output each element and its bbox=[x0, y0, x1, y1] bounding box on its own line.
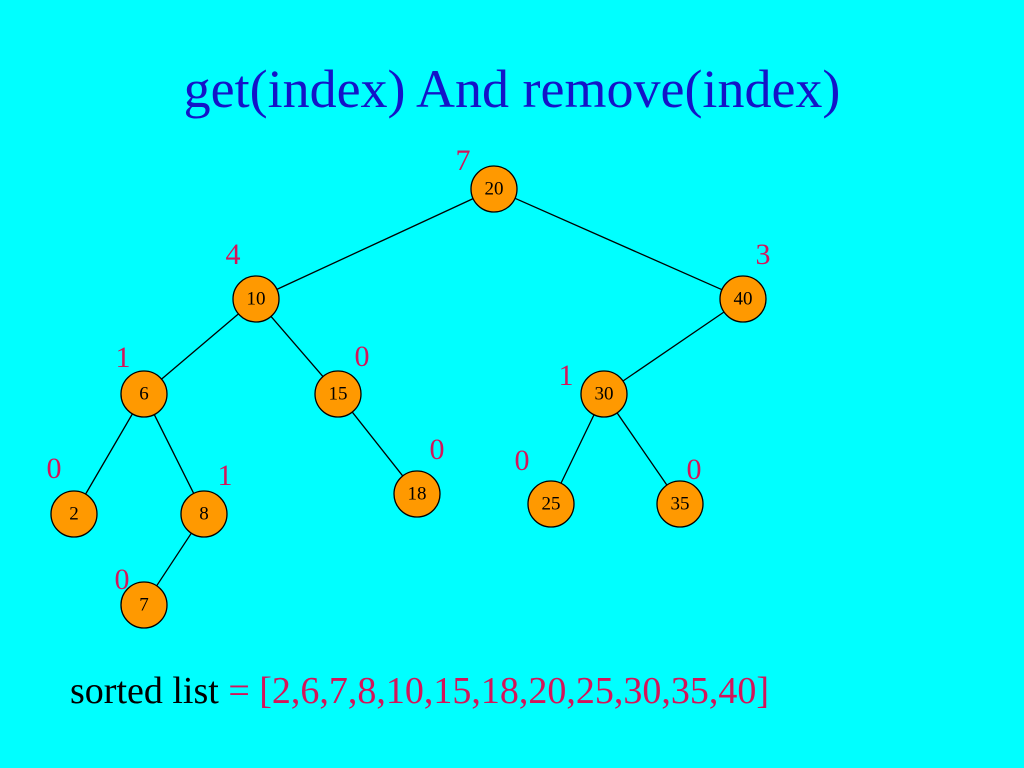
tree-node-key: 8 bbox=[199, 503, 209, 524]
tree-node-20: 20 bbox=[470, 165, 518, 213]
tree-edge-20-40 bbox=[514, 197, 723, 291]
tree-node-15: 15 bbox=[314, 370, 362, 418]
tree-node-circle bbox=[527, 480, 575, 528]
tree-node-key: 40 bbox=[734, 288, 753, 309]
sorted-list-equals: = bbox=[228, 670, 260, 712]
tree-node-key: 18 bbox=[408, 483, 427, 504]
tree-edge-15-18 bbox=[351, 411, 404, 477]
sorted-list-values: = [2,6,7,8,10,15,18,20,25,30,35,40] bbox=[228, 670, 769, 712]
left-size-label-35: 0 bbox=[687, 453, 702, 486]
tree-edges bbox=[85, 197, 725, 587]
tree-edge-6-8 bbox=[153, 414, 195, 494]
tree-node-circle bbox=[470, 165, 518, 213]
tree-edge-30-35 bbox=[616, 412, 668, 486]
tree-node-key: 30 bbox=[595, 383, 614, 404]
left-size-label-25: 0 bbox=[515, 444, 530, 477]
tree-edge-40-30 bbox=[622, 311, 725, 382]
tree-node-circle bbox=[719, 275, 767, 323]
tree-node-circle bbox=[120, 581, 168, 629]
tree-node-key: 15 bbox=[329, 383, 348, 404]
sorted-list-label: sorted list bbox=[70, 670, 219, 712]
tree-node-circle bbox=[656, 480, 704, 528]
left-size-label-40: 3 bbox=[756, 238, 771, 271]
left-size-label-10: 4 bbox=[226, 238, 241, 271]
tree-node-key: 7 bbox=[139, 594, 149, 615]
tree-node-circle bbox=[232, 275, 280, 323]
tree-node-25: 25 bbox=[527, 480, 575, 528]
left-size-label-2: 0 bbox=[47, 452, 62, 485]
tree-edge-10-6 bbox=[161, 313, 239, 380]
tree-edge-8-7 bbox=[156, 532, 192, 587]
slide-title: get(index) And remove(index) bbox=[183, 59, 841, 119]
tree-node-key: 25 bbox=[542, 493, 561, 514]
tree-node-30: 30 bbox=[580, 370, 628, 418]
tree-node-35: 35 bbox=[656, 480, 704, 528]
tree-node-10: 10 bbox=[232, 275, 280, 323]
left-size-label-6: 1 bbox=[116, 341, 131, 374]
tree-node-18: 18 bbox=[393, 470, 441, 518]
left-size-label-8: 1 bbox=[218, 459, 233, 492]
tree-node-circle bbox=[50, 490, 98, 538]
tree-node-circle bbox=[180, 490, 228, 538]
tree-node-circle bbox=[393, 470, 441, 518]
left-size-label-20: 7 bbox=[456, 144, 471, 177]
tree-node-circle bbox=[120, 370, 168, 418]
tree-edge-20-10 bbox=[276, 198, 474, 290]
tree-node-circle bbox=[580, 370, 628, 418]
tree-edge-30-25 bbox=[560, 414, 595, 484]
tree-node-6: 6 bbox=[120, 370, 168, 418]
tree-node-key: 20 bbox=[485, 178, 504, 199]
tree-node-7: 7 bbox=[120, 581, 168, 629]
left-size-label-15: 0 bbox=[355, 340, 370, 373]
left-size-label-7: 0 bbox=[115, 563, 130, 596]
tree-node-8: 8 bbox=[180, 490, 228, 538]
tree-node-key: 35 bbox=[671, 493, 690, 514]
tree-node-key: 6 bbox=[139, 383, 149, 404]
sorted-list-line: sorted list = [2,6,7,8,10,15,18,20,25,30… bbox=[70, 672, 769, 710]
tree-edge-10-15 bbox=[270, 315, 324, 378]
tree-node-key: 10 bbox=[247, 288, 266, 309]
left-size-label-18: 0 bbox=[430, 433, 445, 466]
tree-node-40: 40 bbox=[719, 275, 767, 323]
sorted-list-array: [2,6,7,8,10,15,18,20,25,30,35,40] bbox=[259, 670, 770, 712]
tree-edge-6-2 bbox=[85, 413, 133, 495]
tree-node-key: 2 bbox=[69, 503, 79, 524]
left-size-label-30: 1 bbox=[559, 359, 574, 392]
tree-node-circle bbox=[314, 370, 362, 418]
tree-node-2: 2 bbox=[50, 490, 98, 538]
